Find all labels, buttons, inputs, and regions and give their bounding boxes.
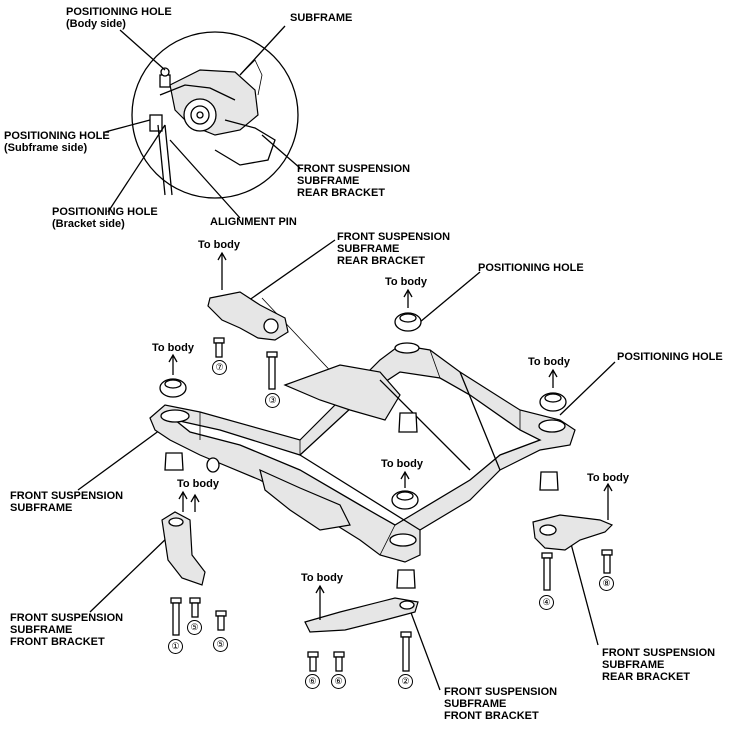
rear-bracket-right <box>532 514 614 551</box>
label-positioning-hole-subframe: POSITIONING HOLE (Subframe side) <box>4 130 110 154</box>
to-body-label: To body <box>385 276 427 288</box>
bolt-number-5: ⑤ <box>213 637 228 652</box>
rear-bracket-top <box>207 291 289 341</box>
bolts <box>170 337 613 672</box>
mount-bushings <box>159 312 567 589</box>
label-positioning-hole-body: POSITIONING HOLE (Body side) <box>66 6 172 30</box>
label-positioning-hole-bracket: POSITIONING HOLE (Bracket side) <box>52 206 158 230</box>
to-body-label: To body <box>301 572 343 584</box>
subframe-body <box>149 342 576 563</box>
label-subframe: SUBFRAME <box>290 12 353 24</box>
bolt-number-5: ⑤ <box>187 620 202 635</box>
bolt-number-6: ⑥ <box>331 674 346 689</box>
to-body-label: To body <box>381 458 423 470</box>
bolt-number-3: ③ <box>265 393 280 408</box>
to-body-label: To body <box>198 239 240 251</box>
to-body-label: To body <box>528 356 570 368</box>
front-bracket-left <box>161 511 206 586</box>
label-front-suspension-rear-bracket-mid: FRONT SUSPENSION SUBFRAME REAR BRACKET <box>337 231 451 267</box>
label-front-suspension-front-bracket-bottom: FRONT SUSPENSION SUBFRAME FRONT BRACKET <box>444 686 558 722</box>
bolt-number-6: ⑥ <box>305 674 320 689</box>
label-alignment-pin: ALIGNMENT PIN <box>210 216 297 228</box>
to-body-label: To body <box>587 472 629 484</box>
detail-inset <box>131 31 299 199</box>
to-body-label: To body <box>177 478 219 490</box>
label-positioning-hole-center: POSITIONING HOLE <box>478 262 584 274</box>
to-body-arrows <box>168 251 613 620</box>
label-front-suspension-rear-bracket-right: FRONT SUSPENSION SUBFRAME REAR BRACKET <box>602 647 716 683</box>
bolt-number-4: ④ <box>539 595 554 610</box>
bolt-number-2: ② <box>398 674 413 689</box>
label-front-suspension-rear-bracket-top: FRONT SUSPENSION SUBFRAME REAR BRACKET <box>297 163 411 199</box>
to-body-label: To body <box>152 342 194 354</box>
label-front-suspension-front-bracket-left: FRONT SUSPENSION SUBFRAME FRONT BRACKET <box>10 612 124 648</box>
bolt-number-8: ⑧ <box>599 576 614 591</box>
bolt-number-7: ⑦ <box>212 360 227 375</box>
label-positioning-hole-right: POSITIONING HOLE <box>617 351 723 363</box>
front-bracket-bottom <box>304 597 419 633</box>
brackets <box>161 291 614 633</box>
label-front-suspension-subframe: FRONT SUSPENSION SUBFRAME <box>10 490 124 514</box>
bolt-number-1: ① <box>168 639 183 654</box>
